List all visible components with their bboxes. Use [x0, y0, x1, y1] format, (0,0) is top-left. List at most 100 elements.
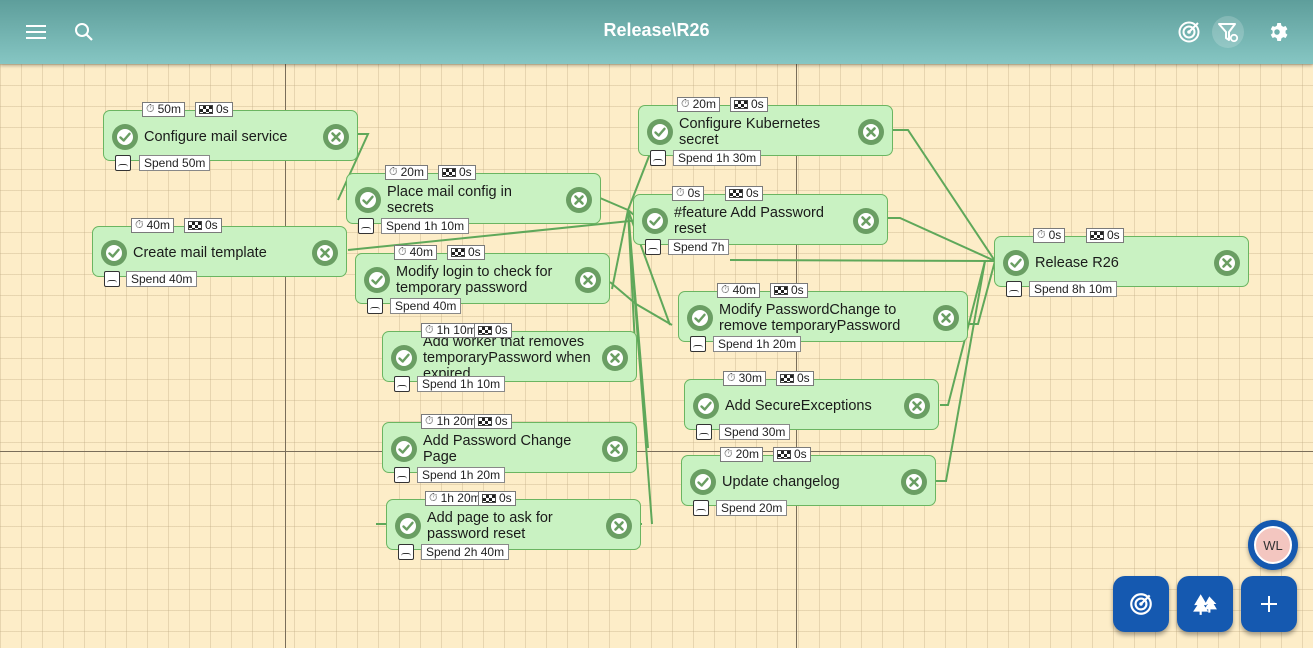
estimate-value: 20m: [692, 97, 716, 111]
remove-task-icon[interactable]: [323, 124, 349, 150]
complete-check-icon[interactable]: [101, 240, 127, 266]
estimate-chip: ⏱0s: [672, 186, 705, 201]
spend-log-icon[interactable]: [645, 239, 661, 255]
task-card[interactable]: Update changelog: [681, 455, 936, 506]
task-card[interactable]: Add page to ask for password reset: [386, 499, 641, 550]
task-card[interactable]: Configure Kubernetes secret: [638, 105, 893, 156]
remaining-chip: 0s: [478, 491, 516, 506]
complete-check-icon[interactable]: [112, 124, 138, 150]
task-card[interactable]: Configure mail service: [103, 110, 358, 161]
task-card[interactable]: Release R26: [994, 236, 1249, 287]
menu-button[interactable]: [20, 16, 52, 48]
remove-task-icon[interactable]: [602, 436, 628, 462]
spend-log-icon[interactable]: [696, 424, 712, 440]
checkered-flag-icon: [451, 248, 465, 257]
task-card[interactable]: Place mail config in secrets: [346, 173, 601, 224]
remove-task-icon[interactable]: [933, 305, 959, 331]
estimate-value: 30m: [738, 371, 762, 385]
remaining-chip: 0s: [438, 165, 476, 180]
complete-check-icon[interactable]: [647, 119, 673, 145]
estimate-chip: ⏱40m: [131, 218, 174, 233]
remaining-chip: 0s: [725, 186, 763, 201]
remove-task-icon[interactable]: [901, 469, 927, 495]
add-task-fab-button[interactable]: [1241, 576, 1297, 632]
stopwatch-icon: ⏱: [425, 415, 434, 427]
estimate-value: 20m: [735, 447, 759, 461]
checkered-flag-icon: [1090, 231, 1104, 240]
remove-task-icon[interactable]: [602, 345, 628, 371]
task-card[interactable]: #feature Add Password reset: [633, 194, 888, 245]
avatar-initials: WL: [1254, 526, 1292, 564]
estimate-value: 50m: [157, 102, 181, 116]
spend-log-icon[interactable]: [690, 336, 706, 352]
remaining-chip: 0s: [447, 245, 485, 260]
complete-check-icon[interactable]: [391, 345, 417, 371]
remove-task-icon[interactable]: [1214, 250, 1240, 276]
complete-check-icon[interactable]: [395, 513, 421, 539]
remove-task-icon[interactable]: [853, 208, 879, 234]
stopwatch-icon: ⏱: [425, 324, 434, 336]
target-button[interactable]: [1173, 16, 1205, 48]
link: [627, 209, 653, 525]
spend-log-icon[interactable]: [398, 544, 414, 560]
remaining-value: 0s: [746, 186, 759, 200]
remove-task-icon[interactable]: [566, 187, 592, 213]
complete-check-icon[interactable]: [690, 469, 716, 495]
stopwatch-icon: ⏱: [398, 246, 407, 258]
spend-log-icon[interactable]: [394, 467, 410, 483]
remaining-chip: 0s: [195, 102, 233, 117]
task-card[interactable]: Create mail template: [92, 226, 347, 277]
estimate-value: 1h 20m: [440, 491, 481, 505]
complete-check-icon[interactable]: [391, 436, 417, 462]
complete-check-icon[interactable]: [687, 305, 713, 331]
remaining-value: 0s: [216, 102, 229, 116]
task-card[interactable]: Add worker that removes temporaryPasswor…: [382, 331, 637, 382]
stopwatch-icon: ⏱: [146, 103, 155, 115]
link: [729, 259, 996, 262]
checkered-flag-icon: [482, 494, 496, 503]
spend-log-icon[interactable]: [650, 150, 666, 166]
spend-label: Spend 20m: [716, 500, 788, 516]
complete-check-icon[interactable]: [355, 187, 381, 213]
spend-log-icon[interactable]: [394, 376, 410, 392]
stopwatch-icon: ⏱: [429, 492, 438, 504]
stopwatch-icon: ⏱: [727, 372, 736, 384]
task-card[interactable]: Add Password Change Page: [382, 422, 637, 473]
remove-task-icon[interactable]: [606, 513, 632, 539]
estimate-chip: ⏱30m: [723, 371, 766, 386]
spend-log-icon[interactable]: [104, 271, 120, 287]
remove-task-icon[interactable]: [904, 393, 930, 419]
remove-task-icon[interactable]: [575, 267, 601, 293]
search-button[interactable]: [68, 16, 100, 48]
remove-task-icon[interactable]: [312, 240, 338, 266]
remove-task-icon[interactable]: [858, 119, 884, 145]
settings-button[interactable]: [1261, 16, 1293, 48]
axis-line-vertical: [285, 64, 286, 648]
spend-log-icon[interactable]: [367, 298, 383, 314]
spend-log-icon[interactable]: [693, 500, 709, 516]
estimate-chip: ⏱20m: [385, 165, 428, 180]
remaining-value: 0s: [495, 414, 508, 428]
remaining-value: 0s: [797, 371, 810, 385]
complete-check-icon[interactable]: [1003, 250, 1029, 276]
target-fab-button[interactable]: [1113, 576, 1169, 632]
spend-log-icon[interactable]: [358, 218, 374, 234]
complete-check-icon[interactable]: [642, 208, 668, 234]
spend-log-icon[interactable]: [115, 155, 131, 171]
task-card[interactable]: Modify PasswordChange to remove temporar…: [678, 291, 968, 342]
user-avatar[interactable]: WL: [1248, 520, 1298, 570]
stopwatch-icon: ⏱: [135, 219, 144, 231]
estimate-chip: ⏱40m: [717, 283, 760, 298]
task-card[interactable]: Modify login to check for temporary pass…: [355, 253, 610, 304]
checkered-flag-icon: [478, 417, 492, 426]
spend-log-icon[interactable]: [1006, 281, 1022, 297]
filter-button[interactable]: [1212, 16, 1244, 48]
task-card[interactable]: Add SecureExceptions: [684, 379, 939, 430]
checkered-flag-icon: [734, 100, 748, 109]
tree-fab-button[interactable]: [1177, 576, 1233, 632]
remaining-chip: 0s: [773, 447, 811, 462]
complete-check-icon[interactable]: [693, 393, 719, 419]
complete-check-icon[interactable]: [364, 267, 390, 293]
stopwatch-icon: ⏱: [721, 284, 730, 296]
